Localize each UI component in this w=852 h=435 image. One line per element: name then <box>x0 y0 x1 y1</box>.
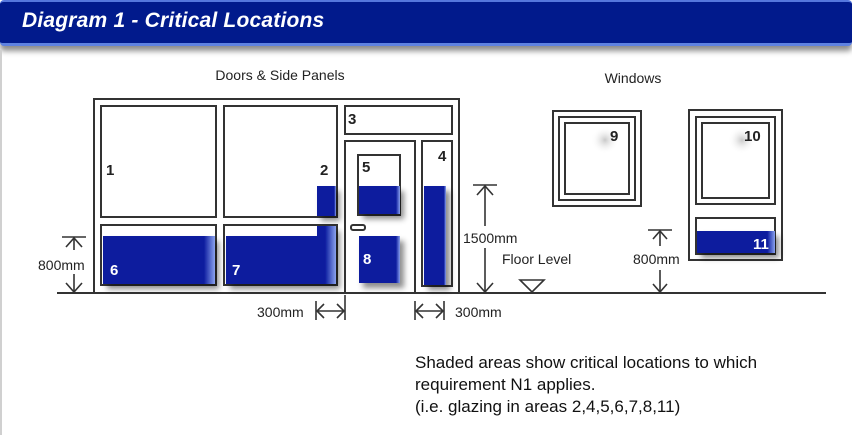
area-9-frame <box>564 122 630 195</box>
area-1-frame <box>100 105 217 218</box>
diagram-title: Diagram 1 - Critical Locations <box>22 9 325 32</box>
area-1-label: 1 <box>106 162 114 179</box>
area-5-label: 5 <box>362 159 370 176</box>
area-4-frame <box>421 140 453 287</box>
area-4-shaded <box>424 186 446 285</box>
door-leaf <box>344 140 416 294</box>
area-3-label: 3 <box>348 111 356 128</box>
windows-title: Windows <box>605 70 662 86</box>
offset-right-label: 300mm <box>455 304 502 320</box>
doors-title: Doors & Side Panels <box>215 67 344 83</box>
area-8-label: 8 <box>363 251 371 268</box>
caption-line-3: (i.e. glazing in areas 2,4,5,6,7,8,11) <box>415 397 681 416</box>
left-height-label: 800mm <box>38 257 85 273</box>
area-6-label: 6 <box>110 262 118 279</box>
area-7-shaded <box>226 226 336 284</box>
area-10-frame <box>701 122 770 199</box>
area-11-label: 11 <box>753 236 769 253</box>
area-4-label: 4 <box>438 148 447 165</box>
caption-line-1: Shaded areas show critical locations to … <box>415 353 758 372</box>
area-8-shaded <box>359 236 400 283</box>
area-2-shaded <box>317 186 336 216</box>
area-2-label: 2 <box>320 162 328 179</box>
door-handle <box>350 224 366 231</box>
left-border <box>0 50 2 435</box>
area-11-shaded <box>697 231 775 253</box>
area-3-frame <box>344 105 453 135</box>
area-2-frame <box>223 105 338 218</box>
window-height-label: 800mm <box>633 251 680 267</box>
offset-left-label: 300mm <box>257 304 304 320</box>
area-6-shaded <box>103 236 215 284</box>
door-height-label: 1500mm <box>463 230 517 246</box>
caption: Shaded areas show critical locations to … <box>415 352 757 418</box>
area-7-label: 7 <box>232 262 240 279</box>
floor-level-label: Floor Level <box>502 251 571 267</box>
area-5-frame <box>357 154 401 216</box>
diagram-header: Diagram 1 - Critical Locations <box>0 0 852 46</box>
area-5-shaded <box>359 186 400 214</box>
door-frame <box>93 98 460 294</box>
area-10-label: 10 <box>744 128 761 145</box>
caption-line-2: requirement N1 applies. <box>415 375 596 394</box>
area-9-label: 9 <box>610 128 618 145</box>
